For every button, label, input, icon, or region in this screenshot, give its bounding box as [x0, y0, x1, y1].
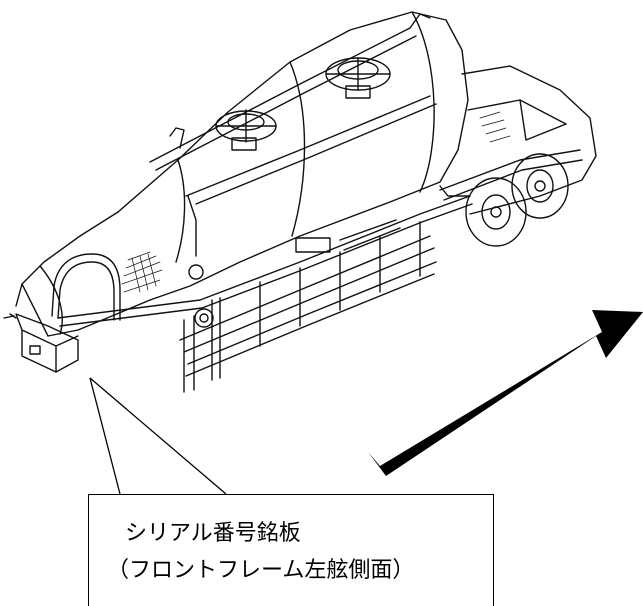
top-hatch-rear	[325, 57, 391, 99]
rear-wheel-1	[465, 177, 527, 247]
forward-direction-arrow-icon	[368, 310, 643, 476]
callout-location: （フロントフレーム左舷側面）	[107, 558, 415, 583]
callout-leader-lines	[89, 377, 227, 495]
rear-chassis	[439, 65, 597, 215]
side-ladder-frame	[179, 219, 437, 393]
callout-title: シリアル番号銘板	[125, 521, 301, 546]
tank-barrel	[117, 11, 469, 301]
serial-plate-callout: シリアル番号銘板 （フロントフレーム左舷側面）	[88, 494, 494, 606]
top-hatch-front	[215, 109, 277, 151]
front-handrail	[51, 253, 121, 321]
side-port-icon	[188, 264, 204, 280]
side-pipework	[57, 185, 473, 327]
rear-wheel-2	[511, 153, 569, 219]
tank-front-cone	[15, 211, 204, 337]
top-walkway-rail	[149, 13, 431, 171]
front-frame	[3, 313, 79, 373]
serial-plate-marker	[29, 345, 41, 355]
